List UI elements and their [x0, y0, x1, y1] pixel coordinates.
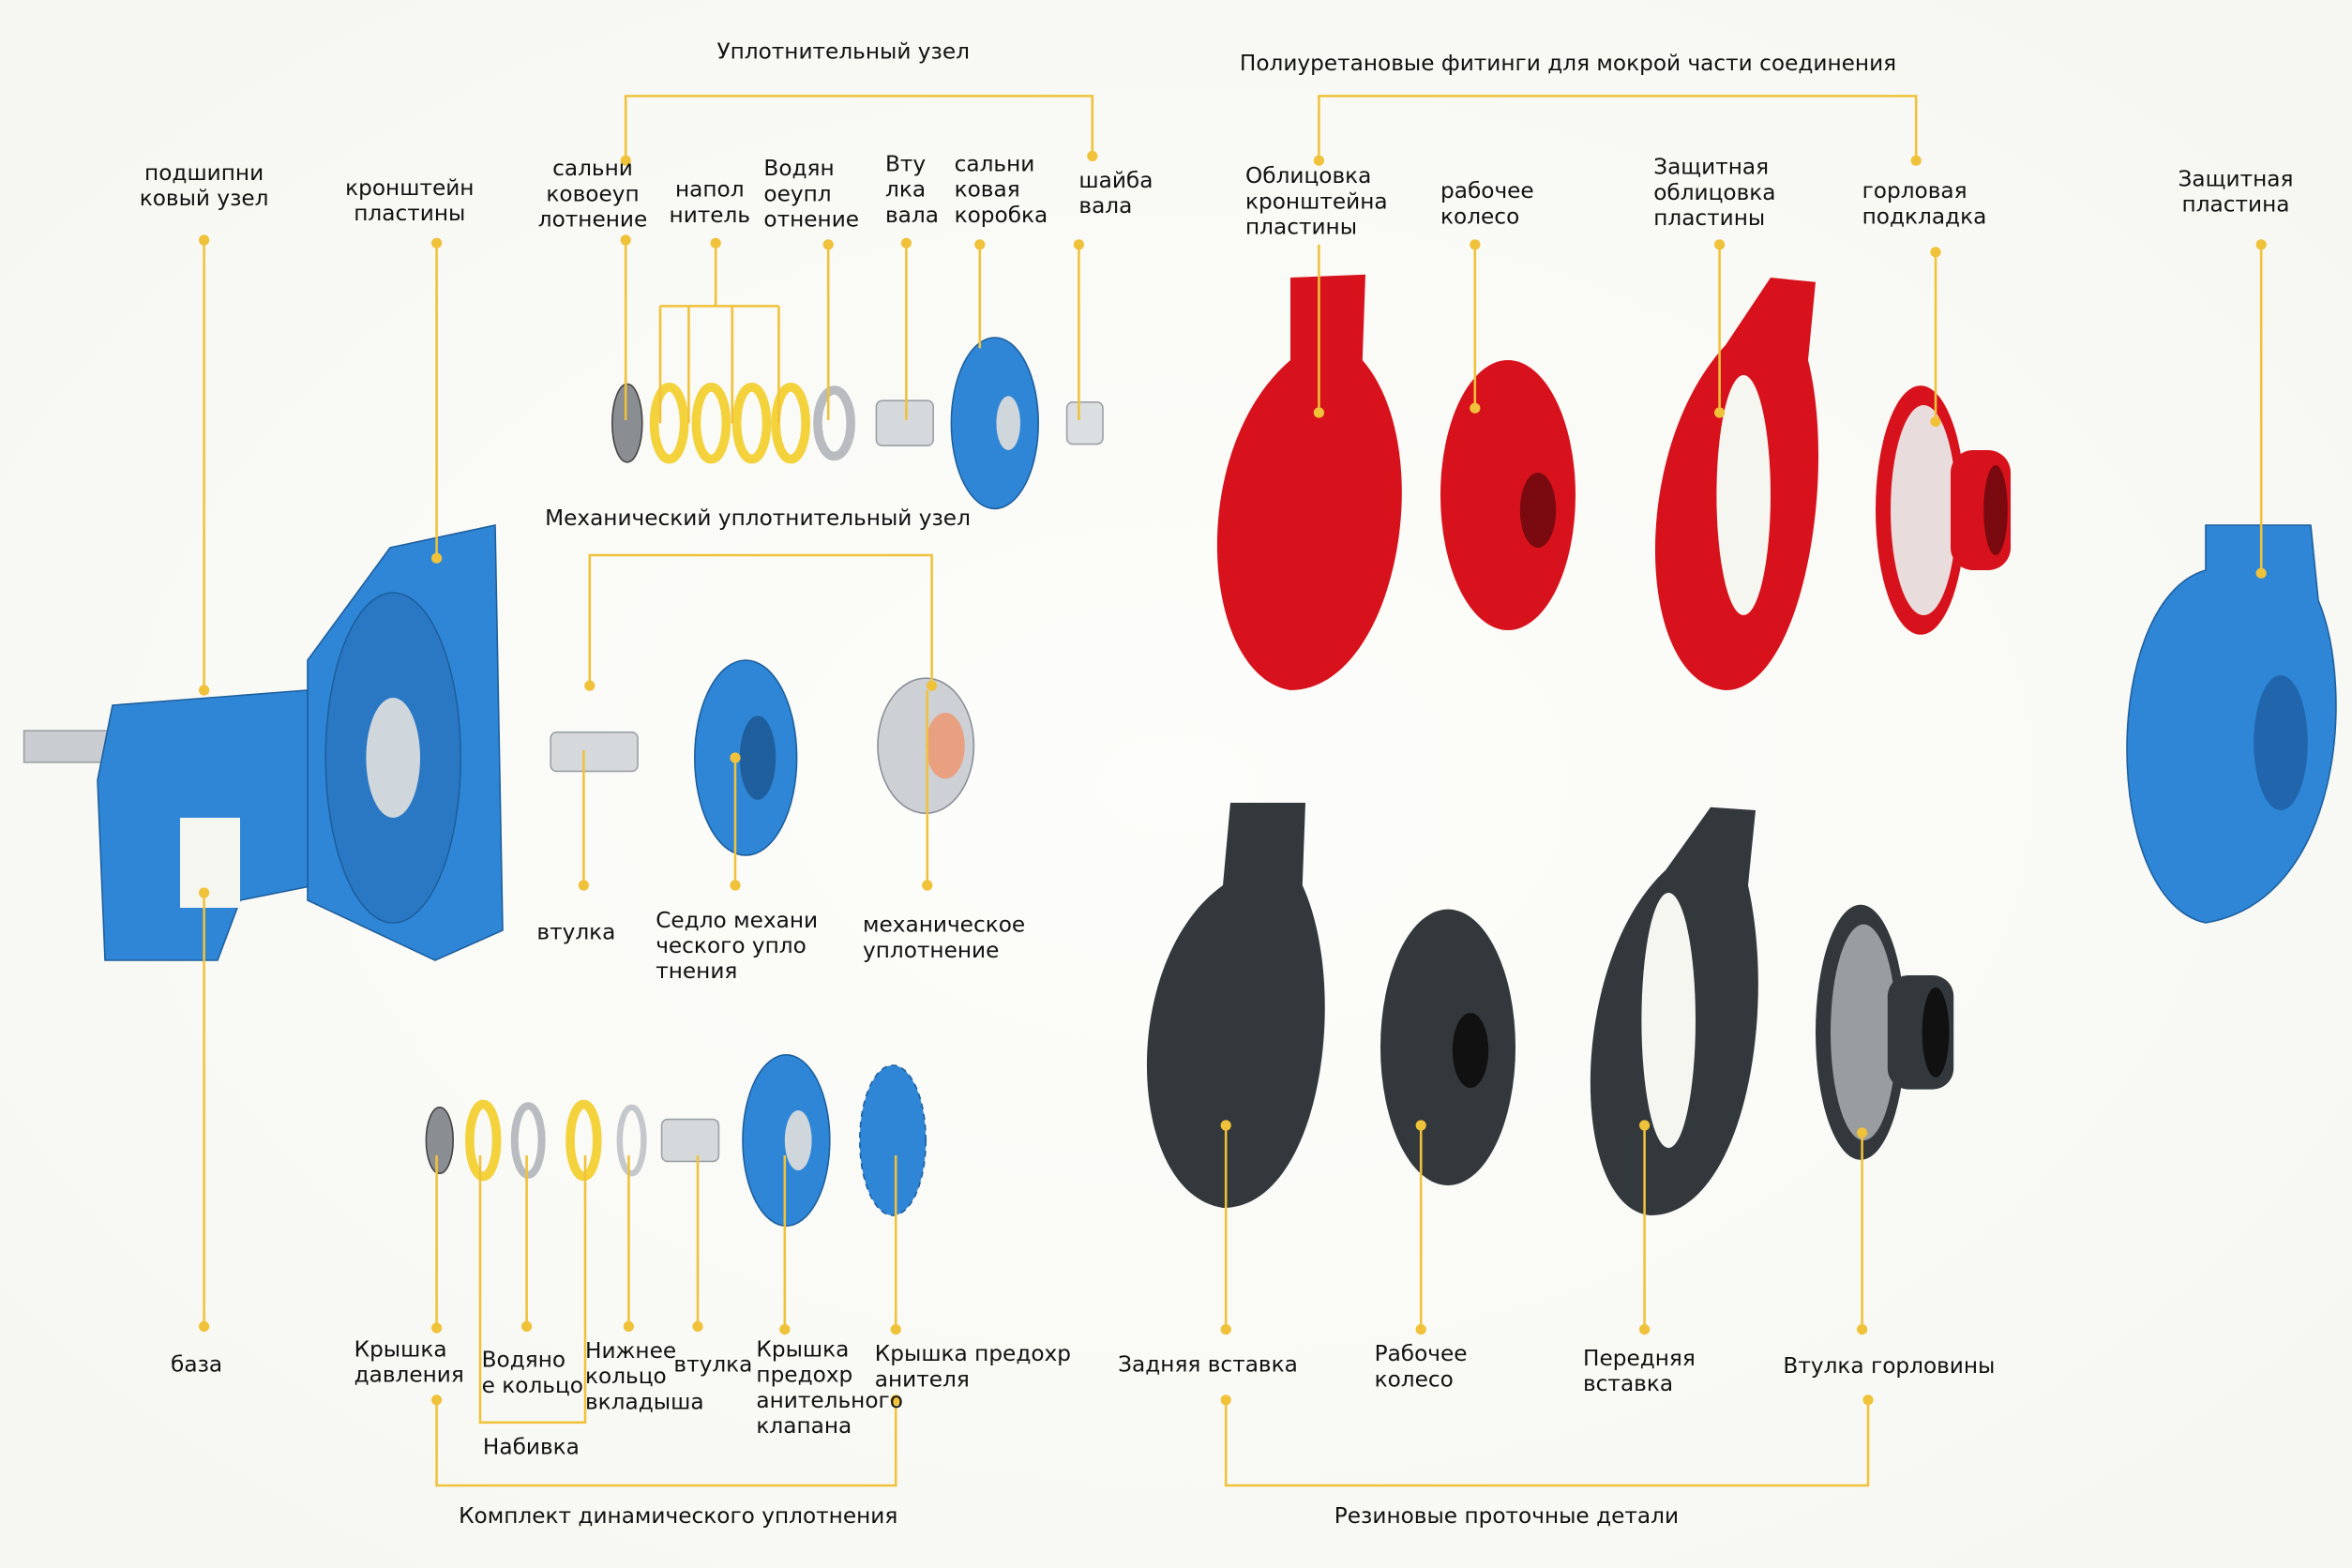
label-water-seal: Водян оеупл отнение [763, 158, 860, 233]
label-bearing-assembly: подшипни ковый узел [139, 161, 269, 212]
shaft-washer [1065, 401, 1104, 445]
label-frame-plate-insert: Задняя вставка [1118, 1353, 1298, 1378]
label-mech-sleeve: втулка [536, 921, 616, 945]
group-title-polyurethane: Полиуретановые фитинги для мокрой части … [1239, 53, 1897, 77]
black-impeller [1380, 909, 1515, 1185]
black-cover-plate-insert [1590, 807, 1758, 1215]
label-throat-bush-pu: горловая подкладка [1862, 180, 1987, 230]
shaft-sleeve [875, 400, 935, 447]
label-gland-seal: сальни ковоеуп лотнение [537, 158, 648, 233]
label-water-ring: Водяно е кольцо [481, 1349, 583, 1399]
label-relief-valve-cover: Крышка предохр анительного клапана [756, 1338, 903, 1440]
label-mech-seal-seat: Седло механи ческого упло тнения [656, 909, 819, 985]
label-shaft-washer: шайба вала [1078, 169, 1153, 219]
group-title-packing: Набивка [482, 1436, 580, 1460]
label-cover-plate: Защитная пластина [2178, 168, 2294, 218]
group-title-dynamic-seal-kit: Комплект динамического уплотнения [459, 1504, 898, 1530]
group-title-seal-assembly: Уплотнительный узел [716, 40, 970, 65]
label-shaft-sleeve: Вту лка вала [885, 153, 939, 229]
stuffing-box [950, 337, 1040, 510]
black-throat-bush [1816, 904, 1954, 1160]
label-base: база [171, 1353, 223, 1378]
blue-cover-plate [2126, 524, 2337, 924]
stuffing-seal-part [611, 383, 643, 463]
label-impeller-pu: рабочее колесо [1440, 180, 1534, 230]
mech-seal-seat [694, 659, 798, 856]
pump-frame-base [23, 524, 504, 961]
mech-sleeve [550, 731, 639, 773]
label-guard-cover: Крышка предохр анителя [874, 1343, 1072, 1393]
packing-rings [649, 383, 811, 464]
leader-lines [203, 95, 2263, 1487]
red-frame-plate-liner [1216, 274, 1402, 690]
label-packing: напол нитель [669, 178, 751, 229]
label-mechanical-seal: механическое уплотнение [863, 913, 1026, 964]
label-impeller-rubber: Рабочее колесо [1374, 1343, 1468, 1393]
label-frame-plate-liner: Облицовка кронштейна пластины [1245, 165, 1388, 240]
label-frame-plate: кронштейн пластины [345, 176, 475, 227]
group-title-mechanical-seal: Механический уплотнительный узел [545, 506, 971, 532]
leader-dots [199, 150, 2267, 1406]
black-frame-plate-insert [1146, 803, 1325, 1208]
mechanical-seal [877, 677, 975, 815]
label-pressure-cover: Крышка давления [354, 1338, 464, 1388]
red-throat-bush [1876, 385, 2011, 635]
label-lower-liner-ring: Нижнее кольцо вкладыша [585, 1339, 704, 1415]
red-cover-plate-liner [1654, 278, 1819, 690]
label-throat-bush-rubber: Втулка горловины [1783, 1354, 1996, 1380]
water-seal-ring [813, 385, 856, 461]
label-sleeve-bottom: втулка [673, 1353, 753, 1378]
red-impeller [1440, 360, 1576, 630]
group-title-rubber-wet-parts: Резиновые проточные детали [1334, 1504, 1680, 1530]
label-cover-plate-insert: Передняя вставка [1583, 1347, 1696, 1397]
label-cover-plate-liner: Защитная облицовка пластины [1653, 156, 1776, 232]
dynamic-seal-parts [425, 1054, 927, 1228]
label-stuffing-box: сальни ковая коробка [954, 153, 1048, 229]
